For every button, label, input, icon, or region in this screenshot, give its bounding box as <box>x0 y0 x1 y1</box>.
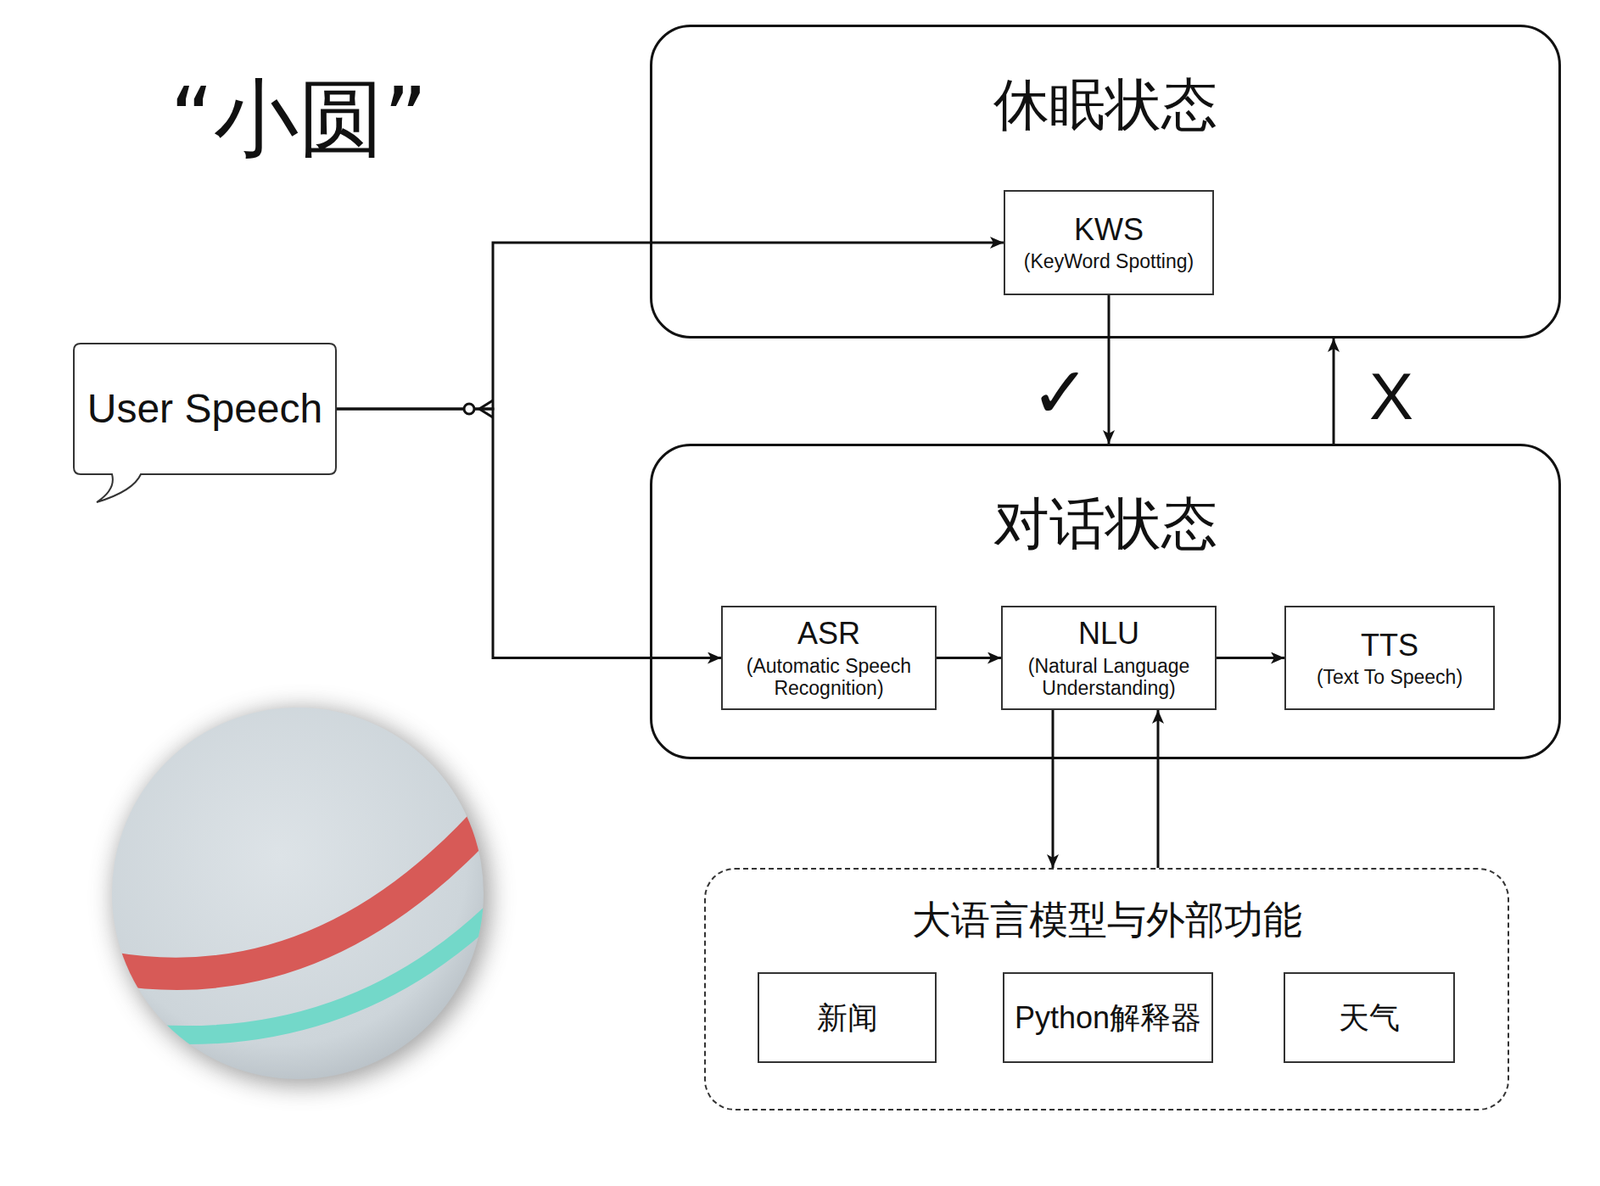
box-title: 新闻 <box>816 1000 879 1035</box>
connector <box>1216 656 1285 660</box>
box-title: 天气 <box>1338 1000 1400 1035</box>
box-title: NLU <box>1078 615 1140 651</box>
state-panel: 对话状态 ASR(Automatic Speech Recognition) NLU… <box>649 443 1561 760</box>
process-box: NLU(Natural Language Understanding) <box>1001 605 1217 711</box>
connector <box>1157 710 1160 868</box>
diagram-title: “小圆” <box>169 67 428 170</box>
connector <box>1051 710 1055 868</box>
function-box: 新闻 <box>757 972 937 1063</box>
junction-symbol <box>464 400 493 418</box>
state-heading: 休眠状态 <box>652 71 1559 139</box>
state-panel: 休眠状态 KWS (KeyWord Spotting) <box>649 24 1561 339</box>
teal-band <box>118 886 518 1035</box>
process-box: ASR(Automatic Speech Recognition) <box>721 605 937 711</box>
connector <box>1107 295 1111 444</box>
box-title: ASR <box>797 615 861 651</box>
box-subtitle: (KeyWord Spotting) <box>1023 250 1194 273</box>
state-heading: 大语言模型与外部功能 <box>705 896 1508 944</box>
box-title: Python解释器 <box>1014 1000 1202 1035</box>
edge-label: X <box>1369 363 1414 430</box>
process-box: KWS (KeyWord Spotting) <box>1003 190 1214 296</box>
connector <box>1332 338 1336 444</box>
sphere-logo <box>84 707 518 1086</box>
bubble-outline-path <box>73 343 336 503</box>
box-title: KWS <box>1074 212 1144 247</box>
box-subtitle: (Automatic Speech Recognition) <box>729 654 929 700</box>
box-title: User Speech <box>87 385 323 432</box>
connector <box>936 656 1002 660</box>
function-box: Python解释器 <box>1002 972 1214 1063</box>
box-subtitle: (Text To Speech) <box>1316 665 1463 689</box>
connector <box>335 408 722 659</box>
function-box: 天气 <box>1283 972 1455 1063</box>
speech-bubble: User Speech <box>73 343 336 475</box>
edge-label: ✓ <box>1030 357 1091 429</box>
process-box: TTS(Text To Speech) <box>1284 605 1495 711</box>
box-title: TTS <box>1360 627 1419 663</box>
box-subtitle: (Natural Language Understanding) <box>1009 654 1209 700</box>
state-heading: 对话状态 <box>652 490 1559 558</box>
connector <box>335 242 1004 409</box>
function-group: 大语言模型与外部功能新闻 Python解释器 天气 <box>704 867 1510 1111</box>
